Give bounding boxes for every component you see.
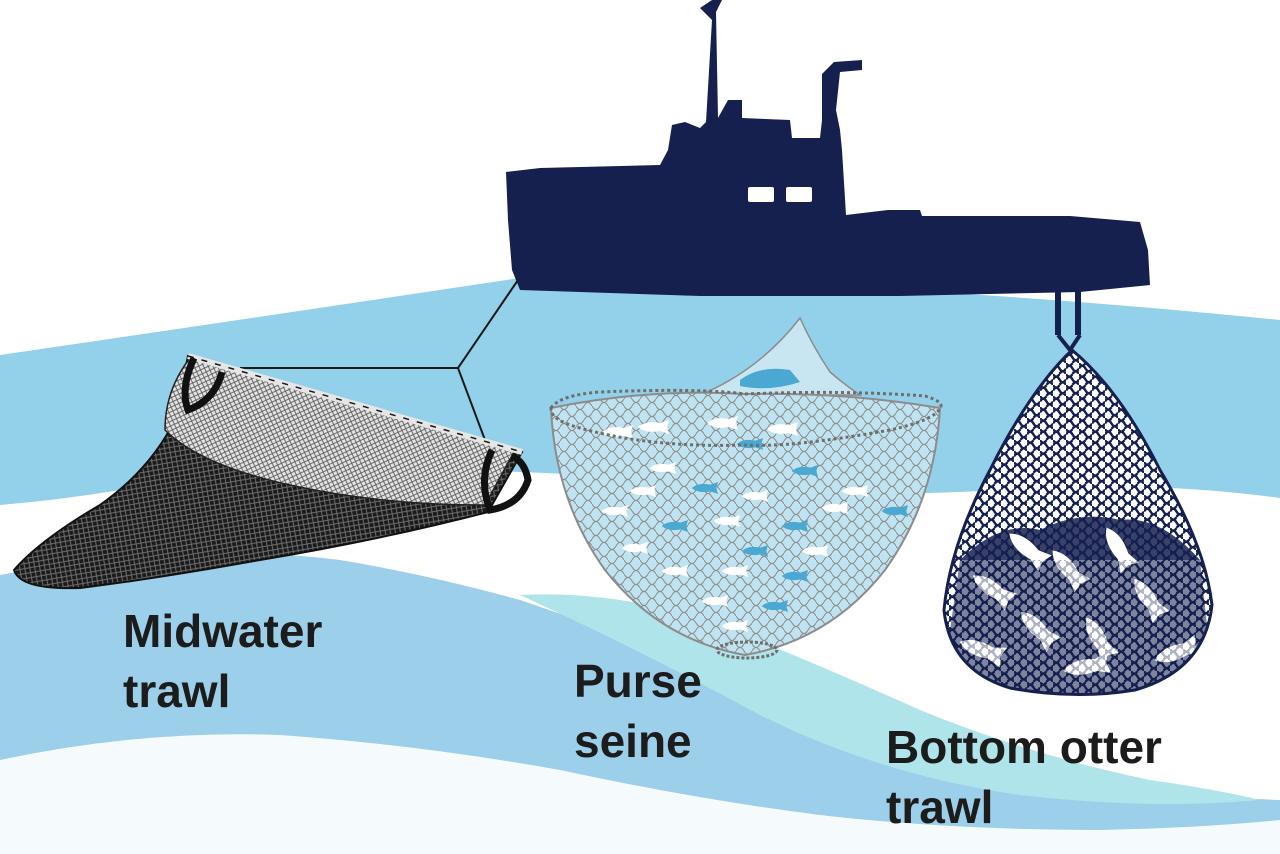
bottom-otter-trawl-label-line2: trawl xyxy=(886,781,994,833)
midwater-trawl-label-line1: Midwater xyxy=(123,605,323,657)
wave-band-white xyxy=(0,734,1280,854)
purse-seine-net xyxy=(549,316,943,660)
wave-band-pale xyxy=(520,594,1260,804)
ship-window-right xyxy=(786,187,812,202)
bottom-otter-trawl-label-line1: Bottom otter xyxy=(886,721,1162,773)
midwater-trawl-net xyxy=(12,279,532,590)
fishing-vessel-silhouette xyxy=(506,0,1150,335)
purse-seine-label-line1: Purse xyxy=(574,655,702,707)
purse-seine-label-line2: seine xyxy=(574,715,692,767)
purse-seine-label: Purse seine xyxy=(574,651,702,771)
ship-window-left xyxy=(748,187,774,202)
bottom-otter-trawl-label: Bottom otter trawl xyxy=(886,717,1162,837)
midwater-trawl-label: Midwater trawl xyxy=(123,601,322,721)
midwater-trawl-label-line2: trawl xyxy=(123,665,231,717)
